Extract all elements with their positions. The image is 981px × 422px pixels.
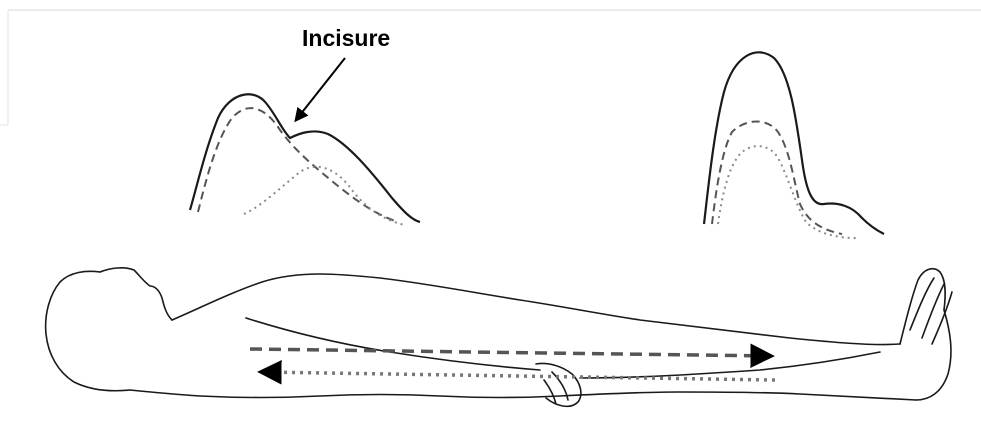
head-outline bbox=[46, 271, 130, 390]
incisure-label: Incisure bbox=[302, 25, 390, 51]
foot-sole bbox=[916, 310, 951, 400]
supine-figure bbox=[46, 268, 952, 407]
frame-lines bbox=[0, 10, 981, 125]
body-bottom bbox=[130, 390, 916, 400]
torso-top bbox=[172, 274, 900, 345]
forward-wave-arrow bbox=[250, 349, 770, 356]
arrow-icon bbox=[296, 58, 345, 120]
waveform-right-solid bbox=[704, 52, 884, 234]
waveform-left bbox=[190, 94, 420, 225]
face-profile bbox=[100, 268, 172, 320]
waveform-right-dotted bbox=[718, 146, 856, 238]
waveform-left-dashed bbox=[198, 108, 398, 222]
incisure-annotation: Incisure bbox=[296, 25, 390, 120]
foot-upper bbox=[900, 269, 945, 344]
arm-outline bbox=[246, 318, 540, 370]
flow-arrows bbox=[250, 349, 775, 380]
hand-outline bbox=[536, 363, 581, 406]
waveform-right bbox=[704, 52, 884, 238]
waveform-right-dashed bbox=[712, 122, 842, 235]
foot-toes bbox=[910, 278, 952, 344]
